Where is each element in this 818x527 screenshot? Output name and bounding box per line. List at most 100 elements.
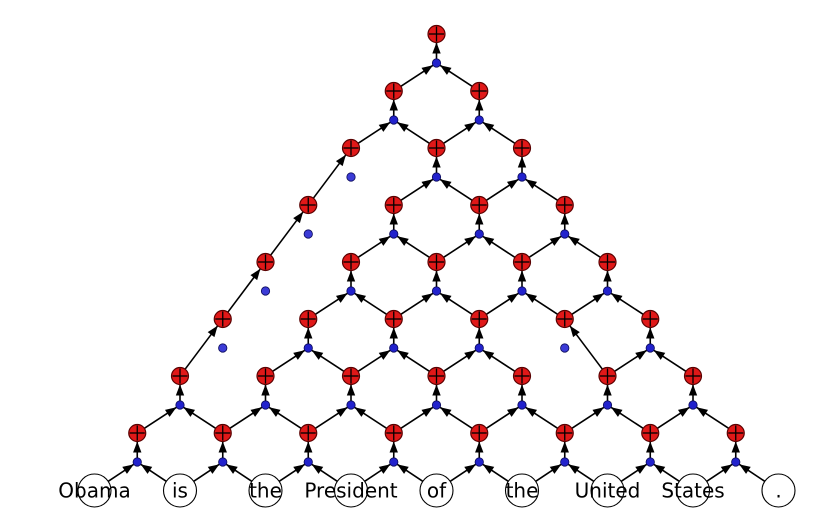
phrase-node — [470, 423, 489, 443]
phrase-node — [641, 423, 660, 443]
word-node-circle — [77, 473, 112, 508]
edge-to-phrase-arrowhead — [261, 384, 270, 396]
phrase-node — [384, 81, 403, 101]
composition-node — [346, 286, 356, 296]
composition-node — [602, 400, 613, 410]
word-node: is — [162, 473, 198, 508]
word-label: is — [172, 479, 188, 503]
edge-to-phrase-arrowhead — [517, 270, 527, 282]
phrase-node — [598, 366, 617, 386]
gap-node — [303, 229, 313, 239]
composition-node — [474, 457, 484, 467]
composition-node — [132, 457, 142, 467]
gap-node — [346, 172, 356, 182]
composition-node — [431, 58, 442, 68]
phrase-node — [427, 252, 446, 272]
edge-to-phrase-arrowhead — [603, 270, 612, 282]
edge-to-phrase-arrowhead — [389, 213, 398, 225]
composition-node — [260, 400, 271, 410]
phrase-node — [683, 366, 703, 386]
edge-to-composition-arrowhead — [293, 464, 305, 474]
edge-to-composition-arrowhead — [653, 464, 666, 474]
edge-to-composition-arrowhead — [482, 122, 495, 132]
composition-node — [560, 457, 570, 467]
phrase-node — [427, 366, 446, 386]
composition-node — [389, 343, 399, 353]
edge-to-phrase-arrowhead — [475, 213, 484, 225]
edge-to-phrase-arrowhead — [175, 384, 185, 396]
word-node: United — [575, 473, 640, 508]
edge-to-phrase-arrowhead — [517, 156, 527, 168]
phrase-node — [341, 138, 361, 158]
phrase-node — [555, 309, 574, 329]
word-node-circle — [333, 473, 369, 508]
phrase-node — [598, 252, 617, 272]
phrase-node — [555, 423, 574, 443]
edge-to-composition-arrowhead — [611, 293, 623, 303]
edge-to-composition-arrowhead — [440, 179, 452, 189]
edge-to-composition-arrowhead — [354, 407, 367, 417]
edge-to-composition-arrowhead — [354, 293, 367, 303]
composition-node — [474, 343, 484, 353]
phrase-node — [384, 195, 403, 215]
edge-skip-chain-arrowhead — [207, 325, 218, 338]
edge-to-composition-arrowhead — [739, 464, 751, 474]
phrase-node — [427, 24, 446, 44]
edge-to-phrase-arrowhead — [560, 441, 569, 453]
phrase-node — [213, 423, 232, 443]
edge-to-composition-arrowhead — [421, 65, 433, 75]
composition-node — [218, 457, 228, 467]
edge-to-composition-arrowhead — [464, 236, 476, 246]
edge-to-phrase-arrowhead — [218, 441, 227, 453]
edge-to-composition-arrowhead — [525, 293, 538, 303]
phrase-node — [726, 423, 745, 443]
phrase-node — [470, 309, 489, 329]
composition-node — [175, 400, 185, 410]
phrase-node — [470, 81, 489, 101]
edge-to-composition-arrowhead — [677, 407, 690, 417]
edge-to-composition-arrowhead — [696, 407, 709, 417]
composition-node — [645, 343, 655, 353]
composition-node — [474, 229, 484, 239]
word-label: the — [249, 479, 282, 503]
edge-to-composition-arrowhead — [506, 179, 519, 189]
edge-to-composition-arrowhead — [335, 407, 348, 417]
word-label: Obama — [58, 479, 130, 503]
edge-to-composition-arrowhead — [207, 464, 220, 474]
edge-to-composition-arrowhead — [464, 464, 476, 474]
phrase-node — [641, 309, 660, 329]
edge-to-phrase-arrowhead — [646, 441, 655, 453]
edge-to-composition-arrowhead — [592, 407, 604, 417]
edge-to-composition-arrowhead — [506, 293, 519, 303]
composition-node — [431, 400, 442, 410]
phrase-nodes-layer — [128, 24, 745, 443]
edge-to-composition-arrowhead — [250, 407, 262, 417]
edge-to-composition-arrowhead — [421, 179, 433, 189]
composition-node — [389, 115, 399, 125]
composition-node — [688, 400, 698, 410]
composition-node — [389, 229, 399, 239]
edge-to-composition-arrowhead — [549, 236, 562, 246]
word-label: the — [506, 479, 539, 503]
edge-to-composition-arrowhead — [378, 350, 391, 360]
edge-to-phrase-arrowhead — [432, 384, 441, 396]
phrase-node — [256, 252, 275, 272]
edge-to-phrase-arrowhead — [432, 270, 441, 282]
composition-node — [431, 172, 442, 182]
edge-to-phrase-arrowhead — [475, 99, 484, 111]
word-label: President — [304, 479, 397, 503]
edge-to-composition-arrowhead — [611, 407, 623, 417]
phrase-node — [512, 138, 532, 158]
edge-to-phrase-arrowhead — [304, 327, 313, 339]
phrase-node — [512, 252, 532, 272]
composition-node — [431, 286, 442, 296]
phrase-node — [341, 366, 361, 386]
edge-to-composition-arrowhead — [397, 350, 409, 360]
edge-to-phrase-arrowhead — [517, 384, 527, 396]
edge-to-phrase-arrowhead — [389, 327, 398, 339]
edge-to-composition-arrowhead — [335, 293, 348, 303]
phrase-node — [256, 366, 275, 386]
edge-to-phrase-arrowhead — [688, 384, 698, 396]
edge-to-composition-arrowhead — [293, 350, 305, 360]
phrase-node — [384, 423, 403, 443]
